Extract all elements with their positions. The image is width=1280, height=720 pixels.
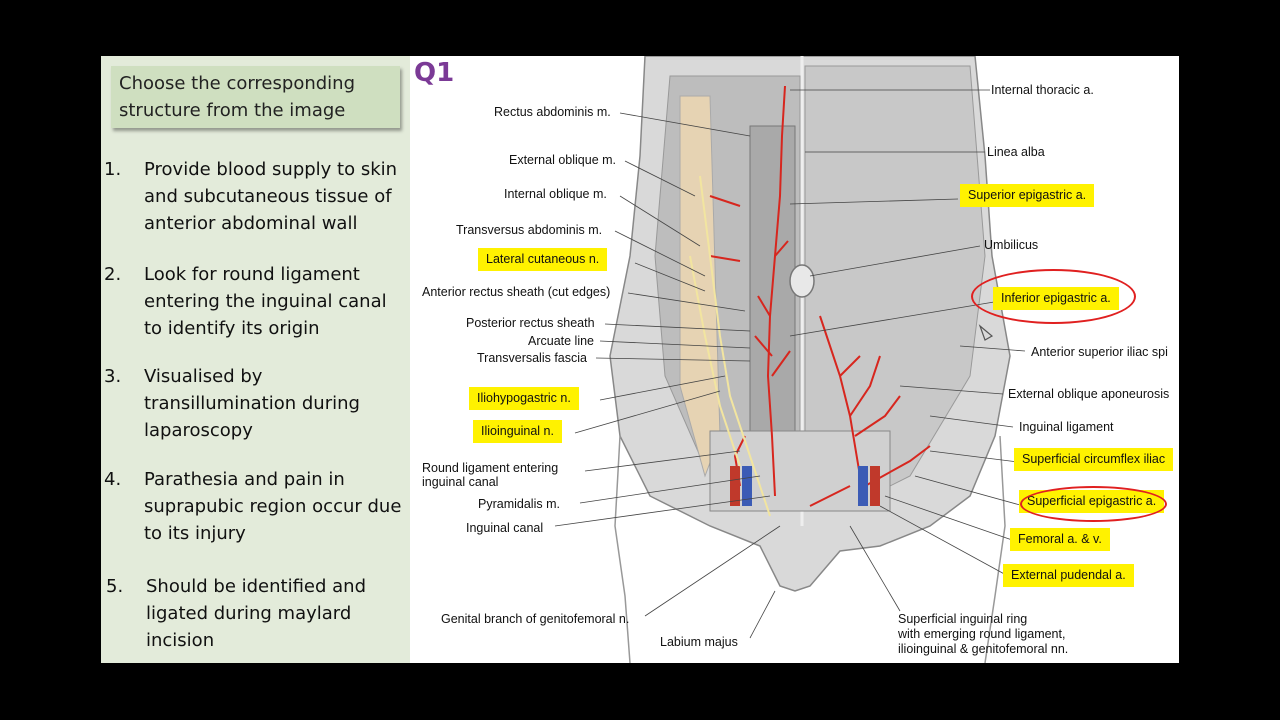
anatomy-figure: Q1 Rectus abdominis m. External oblique … [410, 56, 1179, 663]
label-round-ligament-2: inguinal canal [422, 475, 499, 489]
label-internal-thoracic: Internal thoracic a. [991, 83, 1094, 97]
label-asis: Anterior superior iliac spi [1031, 345, 1168, 359]
question-number: 1. [104, 159, 122, 180]
label-transversus-abdominis: Transversus abdominis m. [456, 223, 603, 237]
question-number: 2. [104, 264, 122, 285]
slide: Choose the corresponding structure from … [101, 56, 1179, 663]
question-panel: Choose the corresponding structure from … [101, 56, 410, 663]
instruction-box: Choose the corresponding structure from … [111, 66, 400, 128]
label-superior-epigastric: Superior epigastric a. [960, 184, 1095, 207]
femoral-vessels [730, 466, 880, 506]
vessels [709, 85, 931, 507]
label-rectus-abdominis: Rectus abdominis m. [494, 105, 611, 119]
label-ilioinguinal: Ilioinguinal n. [473, 420, 562, 443]
label-superficial-ring-2: with emerging round ligament, [898, 627, 1066, 641]
question-label: Q1 [414, 58, 455, 88]
label-genital-branch: Genital branch of genitofemoral n. [441, 612, 630, 626]
label-linea-alba: Linea alba [987, 145, 1045, 159]
label-femoral: Femoral a. & v. [1010, 528, 1110, 551]
label-ext-oblique-aponeurosis: External oblique aponeurosis [1008, 387, 1170, 401]
label-umbilicus: Umbilicus [984, 238, 1039, 252]
abdominal-wall-illustration [554, 56, 1026, 663]
question-text: Should be identified and ligated during … [146, 576, 367, 651]
label-external-pudendal: External pudendal a. [1003, 564, 1134, 587]
label-inguinal-ligament: Inguinal ligament [1019, 420, 1114, 434]
question-text: Visualised by transillumination during l… [144, 366, 360, 441]
question-number: 5. [106, 576, 124, 597]
label-pyramidalis: Pyramidalis m. [478, 497, 560, 511]
label-transversalis-fascia: Transversalis fascia [477, 351, 587, 365]
label-superficial-circumflex: Superficial circumflex iliac [1014, 448, 1174, 471]
annotation-circle-inferior-epigastric [971, 269, 1136, 324]
question-number: 3. [104, 366, 122, 387]
label-internal-oblique: Internal oblique m. [504, 187, 607, 201]
label-labium-majus: Labium majus [660, 635, 738, 649]
question-text: Provide blood supply to skin and subcuta… [144, 159, 398, 234]
question-text: Parathesia and pain in suprapubic region… [144, 469, 402, 544]
label-anterior-rectus-sheath: Anterior rectus sheath (cut edges) [422, 285, 611, 299]
nerves [689, 175, 771, 517]
label-arcuate-line: Arcuate line [528, 334, 595, 348]
label-iliohypogastric: Iliohypogastric n. [469, 387, 579, 410]
label-superficial-ring-3: ilioinguinal & genitofemoral nn. [898, 642, 1069, 656]
label-inguinal-canal: Inguinal canal [466, 521, 544, 535]
label-posterior-rectus-sheath: Posterior rectus sheath [466, 316, 595, 330]
label-external-oblique: External oblique m. [509, 153, 617, 167]
label-round-ligament: Round ligament entering [422, 461, 559, 475]
question-number: 4. [104, 469, 122, 490]
label-lateral-cutaneous: Lateral cutaneous n. [478, 248, 608, 271]
label-superficial-ring-1: Superficial inguinal ring [898, 612, 1028, 626]
question-text: Look for round ligament entering the ing… [144, 264, 387, 339]
annotation-circle-superficial-epigastric [1020, 486, 1167, 522]
leader-lines [554, 89, 1026, 639]
